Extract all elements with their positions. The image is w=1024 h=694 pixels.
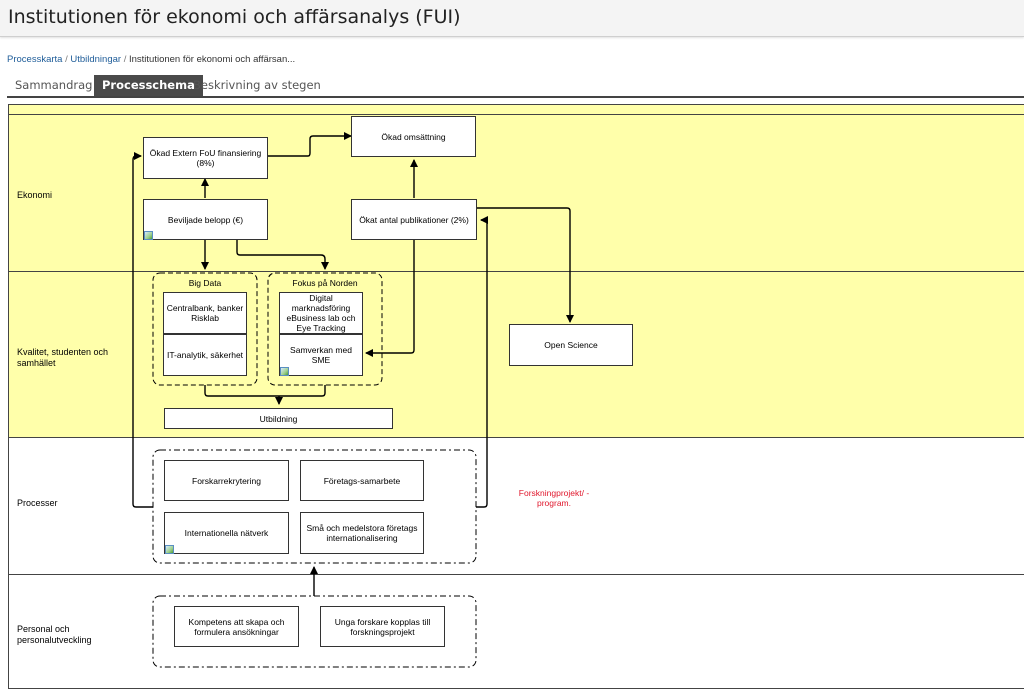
box-utbildning: Utbildning	[164, 408, 393, 429]
lane-label-ekonomi: Ekonomi	[17, 190, 53, 200]
box-centralbank: Centralbank, banker Risklab	[163, 292, 247, 334]
box-digital-marknadsforing: Digital marknadsföring eBusiness lab och…	[279, 292, 363, 334]
lane-label-processer: Processer	[17, 498, 58, 508]
box-unga-forskare: Unga forskare kopplas till forskningspro…	[320, 606, 445, 647]
box-okat-antal-publikationer: Ökat antal publikationer (2%)	[351, 199, 477, 240]
breadcrumb-separator: /	[65, 54, 68, 65]
page-title: Institutionen för ekonomi och affärsanal…	[8, 6, 461, 28]
attachment-icon[interactable]	[280, 367, 289, 376]
lane-label-personal: Personal och personalutveckling	[17, 624, 92, 645]
box-okad-omsattning: Ökad omsättning	[351, 116, 476, 157]
attachment-icon[interactable]	[165, 545, 174, 554]
box-sma-medelstora: Små och medelstora företags internationa…	[300, 512, 424, 554]
box-foretagssamarbete: Företags-samarbete	[300, 460, 424, 501]
breadcrumb-link-processkarta[interactable]: Processkarta	[7, 54, 63, 65]
annotation-forskningsprojekt: Forskningprojekt/ -program.	[518, 488, 590, 508]
tab-processchema[interactable]: Processchema	[94, 75, 203, 96]
box-beviljade-belopp: Beviljade belopp (€)	[143, 199, 268, 240]
lane-personal	[8, 575, 1024, 689]
tab-sammandrag[interactable]: Sammandrag	[15, 78, 93, 92]
tab-beskrivning[interactable]: Beskrivning av stegen	[193, 78, 321, 92]
box-internationella-natverk: Internationella nätverk	[164, 512, 289, 554]
lane-processer	[8, 438, 1024, 575]
box-kompetens: Kompetens att skapa och formulera ansökn…	[174, 606, 299, 647]
tab-bar: Sammandrag Processchema Beskrivning av s…	[7, 75, 1024, 98]
lane-label-kvalitet: Kvalitet, studenten och samhället	[17, 347, 109, 368]
attachment-icon[interactable]	[144, 231, 153, 240]
box-open-science: Open Science	[509, 324, 633, 366]
breadcrumb-current: Institutionen för ekonomi och affärsan..…	[128, 54, 296, 65]
group-label-fokus-norden: Fokus på Norden	[292, 278, 358, 288]
breadcrumb-link-utbildningar[interactable]: Utbildningar	[70, 54, 122, 65]
box-it-analytik: IT-analytik, säkerhet	[163, 334, 247, 376]
breadcrumb: Processkarta / Utbildningar / Institutio…	[7, 54, 295, 65]
group-label-big-data: Big Data	[188, 278, 222, 288]
box-forskarrekrytering: Forskarrekrytering	[164, 460, 289, 501]
lane-top-strip	[8, 104, 1024, 115]
box-okad-extern-fou: Ökad Extern FoU finansiering (8%)	[143, 137, 268, 179]
page-header: Institutionen för ekonomi och affärsanal…	[0, 0, 1024, 37]
box-samverkan-sme: Samverkan med SME	[279, 334, 363, 376]
breadcrumb-separator: /	[123, 54, 127, 65]
